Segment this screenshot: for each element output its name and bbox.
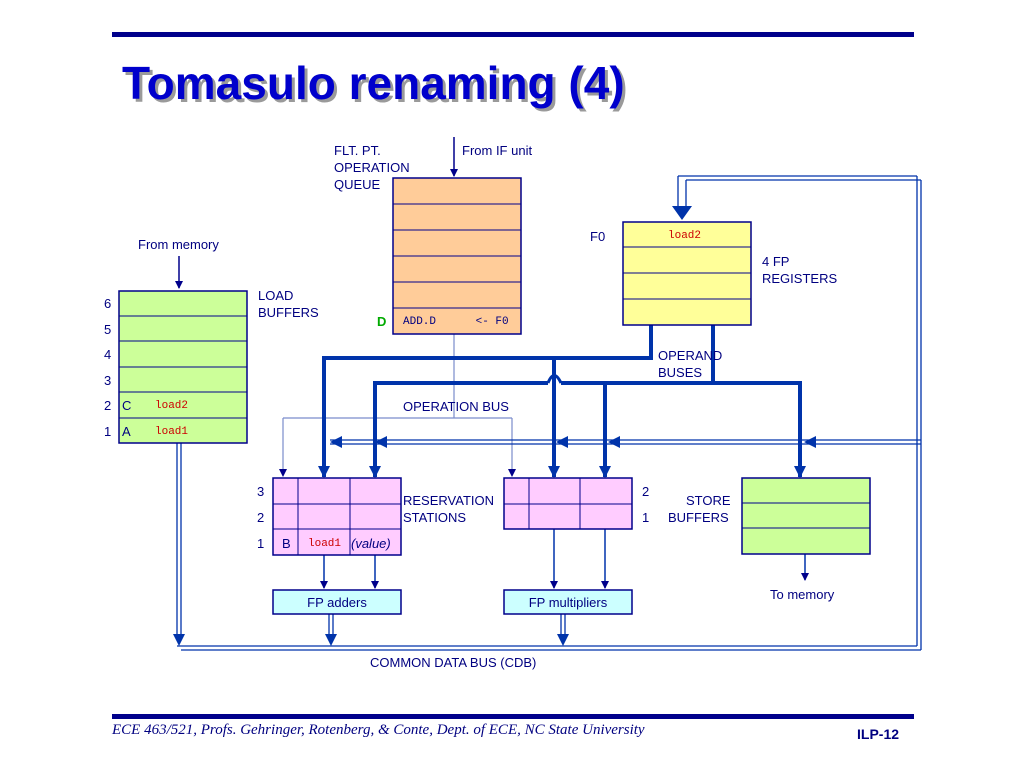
- to-memory-label: To memory: [770, 587, 835, 602]
- load-row-2-value: load2: [155, 400, 188, 412]
- fp-queue-title-2: OPERATION: [334, 160, 410, 175]
- station-to-unit-arrows: [320, 529, 809, 589]
- load-row-1-tag: A: [122, 424, 131, 439]
- load-row-1: 1: [104, 424, 111, 439]
- store-buffers-label-1: STORE: [686, 493, 731, 508]
- page-number: ILP-12: [857, 726, 900, 742]
- load-buffers: [118, 290, 248, 444]
- bottom-rule: [112, 714, 914, 719]
- footer-credit: ECE 463/521, Profs. Gehringer, Rotenberg…: [112, 722, 645, 738]
- load-row-3: 3: [104, 373, 111, 388]
- adder-row-3: 3: [257, 484, 264, 499]
- fp-multipliers-unit: FP multipliers: [503, 589, 633, 615]
- load-row-1-value: load1: [155, 426, 188, 438]
- register-f0-value: load2: [668, 230, 701, 242]
- fp-operation-queue: [392, 177, 522, 335]
- register-f0-label: F0: [590, 229, 605, 244]
- fp-multipliers-label: FP multipliers: [529, 595, 608, 610]
- fp-queue-title-1: FLT. PT.: [334, 143, 381, 158]
- fp-registers-label-2: REGISTERS: [762, 271, 837, 286]
- station-entry-tag: B: [282, 536, 291, 551]
- store-buffers-label-2: BUFFERS: [668, 510, 729, 525]
- cdb-label: COMMON DATA BUS (CDB): [370, 655, 536, 670]
- cdb-loop: [672, 175, 922, 650]
- top-rule: [112, 32, 914, 37]
- operation-bus-label: OPERATION BUS: [403, 399, 509, 414]
- station-entry-src2: (value): [351, 536, 391, 551]
- fp-adders-unit: FP adders: [272, 589, 402, 615]
- buses: [173, 137, 922, 651]
- queue-instruction: ADD.D <- F0: [403, 316, 509, 328]
- from-memory-label: From memory: [138, 237, 219, 252]
- operation-bus-wires: [279, 333, 516, 477]
- reservation-stations-label-2: STATIONS: [403, 510, 466, 525]
- mult-row-2: 2: [642, 484, 649, 499]
- load-row-4: 4: [104, 347, 111, 362]
- load-buffers-label-2: BUFFERS: [258, 305, 319, 320]
- operand-buses-label-1: OPERAND: [658, 348, 722, 363]
- adder-row-1: 1: [257, 536, 264, 551]
- common-data-bus: [173, 443, 921, 651]
- cdb-feed: [330, 436, 921, 448]
- operand-buses-label-2: BUSES: [658, 365, 702, 380]
- load-row-5: 5: [104, 322, 111, 337]
- load-row-2: 2: [104, 398, 111, 413]
- slide-title: Tomasulo renaming (4): [122, 57, 625, 109]
- mult-row-1: 1: [642, 510, 649, 525]
- operand-bus-wires: [318, 325, 806, 478]
- load-row-2-tag: C: [122, 398, 131, 413]
- adder-row-2: 2: [257, 510, 264, 525]
- queue-entry-tag: D: [377, 314, 386, 329]
- store-buffers: [741, 477, 871, 555]
- fp-registers: [622, 221, 752, 326]
- reservation-stations-label-1: RESERVATION: [403, 493, 494, 508]
- multiplier-reservation-stations: [503, 477, 633, 530]
- load-buffers-label-1: LOAD: [258, 288, 293, 303]
- load-row-6: 6: [104, 296, 111, 311]
- adder-reservation-stations: [272, 477, 402, 556]
- fp-adders-label: FP adders: [307, 595, 367, 610]
- station-entry-src1: load1: [308, 538, 341, 550]
- fp-registers-label-1: 4 FP: [762, 254, 789, 269]
- from-if-label: From IF unit: [462, 143, 532, 158]
- fp-queue-title-3: QUEUE: [334, 177, 381, 192]
